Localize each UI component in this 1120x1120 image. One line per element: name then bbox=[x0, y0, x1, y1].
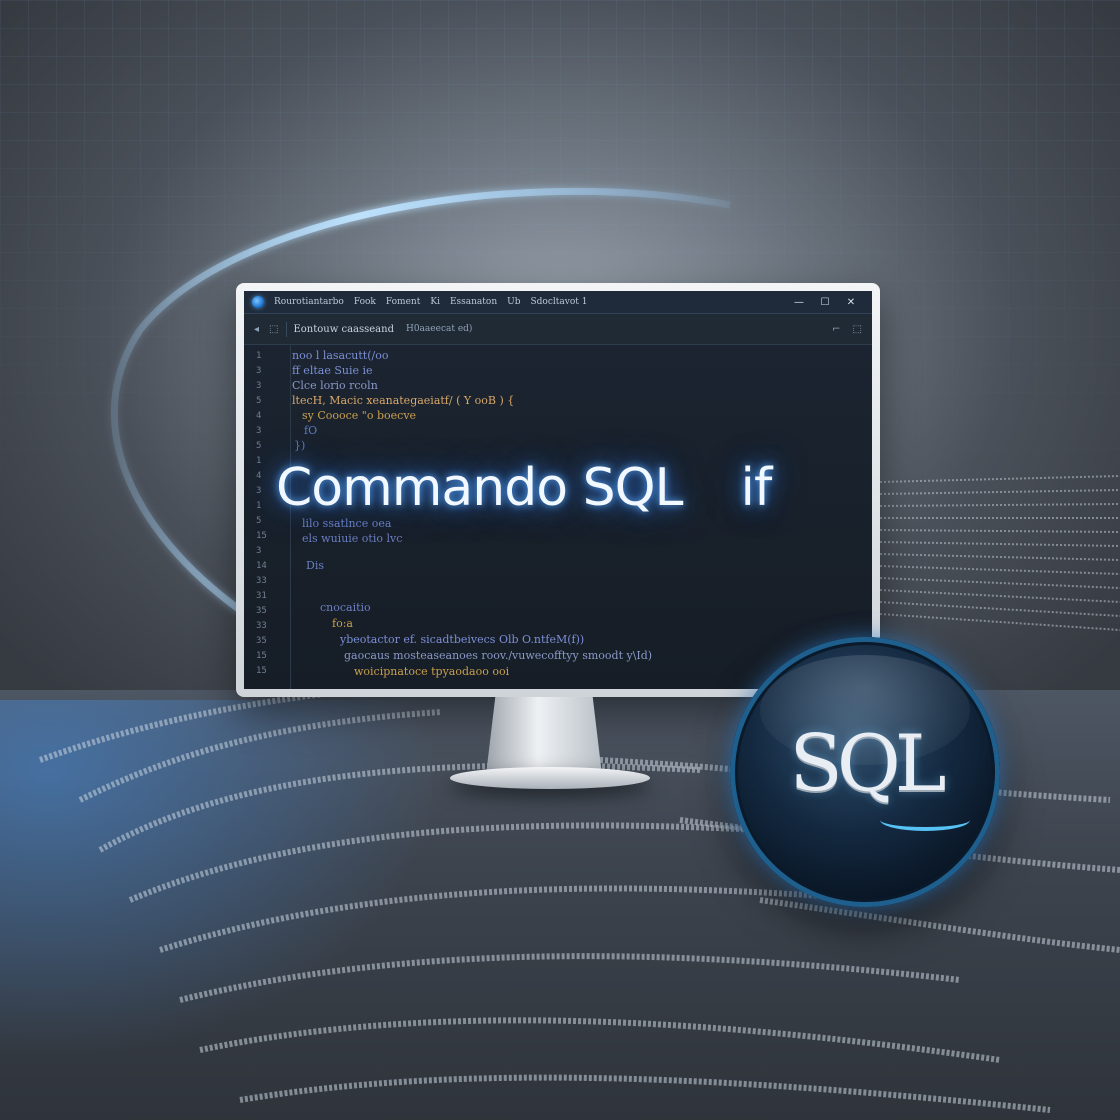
menu-item-2[interactable]: Foment bbox=[385, 297, 421, 307]
line-number: 33 bbox=[256, 576, 267, 586]
code-line: noo l lasacutt(/oo bbox=[292, 349, 389, 362]
layout-icon[interactable]: ⬚ bbox=[852, 323, 862, 335]
line-number: 15 bbox=[256, 666, 267, 676]
code-line: woicipnatoce tpyaodaoo ooi bbox=[354, 665, 510, 678]
menu-item-5[interactable]: Ub bbox=[507, 297, 521, 307]
line-number: 35 bbox=[256, 606, 267, 616]
line-number: 4 bbox=[256, 471, 262, 481]
line-number: 3 bbox=[256, 546, 262, 556]
line-number: 15 bbox=[256, 531, 267, 541]
code-line: lilo ssatlnce oea bbox=[302, 517, 392, 530]
swoosh-icon bbox=[880, 809, 970, 831]
app-logo-icon bbox=[252, 296, 264, 308]
tab-extra[interactable]: H0aaeecat ed) bbox=[405, 324, 473, 334]
line-number: 1 bbox=[256, 456, 262, 466]
line-number: 3 bbox=[256, 426, 262, 436]
sql-logo-badge: SQL bbox=[730, 637, 1000, 907]
maximize-icon[interactable]: ☐ bbox=[820, 296, 830, 308]
code-line: fO bbox=[304, 424, 318, 437]
line-number: 5 bbox=[256, 441, 262, 451]
data-stream-right bbox=[879, 475, 1120, 631]
code-line: }) bbox=[294, 439, 306, 452]
split-icon[interactable]: ⌐ bbox=[832, 323, 841, 335]
line-number: 4 bbox=[256, 411, 262, 421]
monitor: Rourotiantarbo Fook Foment Ki Essanaton … bbox=[236, 283, 880, 697]
line-number: 1 bbox=[256, 501, 262, 511]
line-number: 1 bbox=[256, 351, 262, 361]
code-line: ybeotactor ef. sicadtbeivecs Olb O.ntfeM… bbox=[340, 633, 585, 646]
headline: Commando SQL if bbox=[276, 458, 773, 518]
line-number: 3 bbox=[256, 381, 262, 391]
headline-if: if bbox=[740, 458, 773, 518]
minimize-icon[interactable]: — bbox=[794, 296, 804, 308]
line-number: 3 bbox=[256, 486, 262, 496]
toolbar-right: ⌐ ⬚ bbox=[820, 314, 862, 344]
menu-item-6[interactable]: Sdocltavot 1 bbox=[530, 297, 588, 307]
menu-item-0[interactable]: Rourotiantarbo bbox=[274, 297, 344, 307]
code-line: els wuiuie otio lvc bbox=[302, 532, 403, 545]
code-editor[interactable]: 1 3 3 5 4 3 5 1 4 3 1 5 15 3 14 33 31 bbox=[244, 345, 872, 689]
glow-arc bbox=[110, 187, 731, 613]
line-number: 3 bbox=[256, 366, 262, 376]
line-gutter: 1 3 3 5 4 3 5 1 4 3 1 5 15 3 14 33 31 bbox=[244, 345, 291, 689]
monitor-stand-base bbox=[450, 767, 650, 789]
code-line: Dis bbox=[306, 559, 324, 572]
back-icon[interactable]: ◂ bbox=[254, 323, 260, 335]
line-number: 14 bbox=[256, 561, 267, 571]
code-line: gaocaus mosteaseanoes roov./vuwecofftyy … bbox=[344, 649, 653, 662]
line-number: 31 bbox=[256, 591, 267, 601]
menu-item-1[interactable]: Fook bbox=[353, 297, 376, 307]
code-line: ff eltae Suie ie bbox=[292, 364, 373, 377]
code-line: sy Coooce "o boecve bbox=[302, 409, 417, 422]
title-bar: Rourotiantarbo Fook Foment Ki Essanaton … bbox=[244, 291, 872, 314]
badge-shine bbox=[760, 655, 970, 765]
screen: Rourotiantarbo Fook Foment Ki Essanaton … bbox=[244, 291, 872, 689]
line-number: 15 bbox=[256, 651, 267, 661]
headline-commando-sql: Commando SQL bbox=[276, 458, 684, 518]
panel-icon[interactable]: ⬚ bbox=[269, 323, 279, 335]
code-line: Clce lorio rcoln bbox=[292, 379, 378, 392]
floor-glow bbox=[0, 700, 440, 1060]
tab-active[interactable]: Eontouw caasseand bbox=[286, 321, 400, 337]
line-number: 5 bbox=[256, 516, 262, 526]
menu-item-4[interactable]: Essanaton bbox=[449, 297, 498, 307]
monitor-stand-neck bbox=[486, 697, 602, 775]
code-line: fo:a bbox=[332, 617, 353, 630]
code-line: cnocaitio bbox=[320, 601, 371, 614]
menu-item-3[interactable]: Ki bbox=[430, 297, 440, 307]
line-number: 33 bbox=[256, 621, 267, 631]
sql-logo-text: SQL bbox=[789, 719, 946, 809]
window-controls: — ☐ ✕ bbox=[786, 291, 864, 313]
toolbar: ◂ ⬚ Eontouw caasseand H0aaeecat ed) ⌐ ⬚ bbox=[244, 314, 872, 345]
code-line: ltecH, Macic xeanategaeiatf/ ( Y ooB ) { bbox=[292, 394, 515, 407]
line-number: 35 bbox=[256, 636, 267, 646]
line-number: 5 bbox=[256, 396, 262, 406]
close-icon[interactable]: ✕ bbox=[846, 296, 856, 308]
